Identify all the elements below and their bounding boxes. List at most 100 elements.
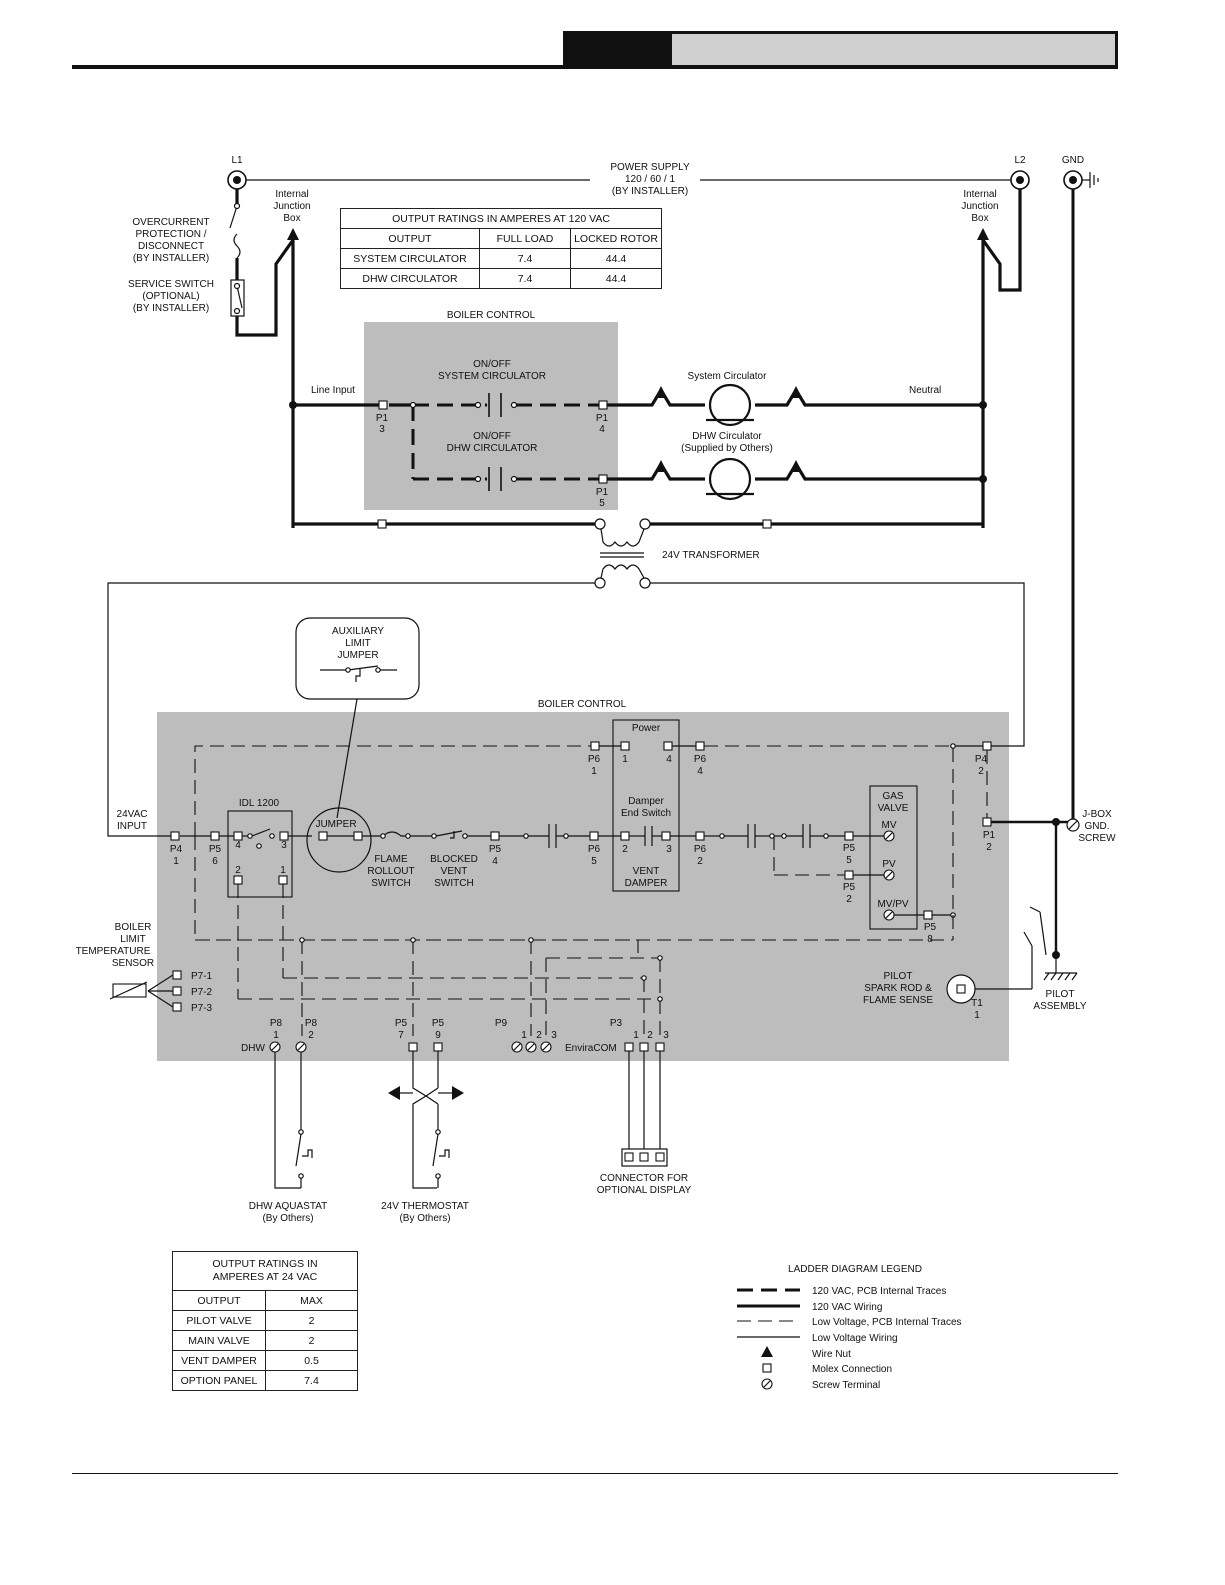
pin-p5-7-a: P5 [395,1018,408,1029]
pin-idl-2: 2 [235,865,241,876]
pin-p5-8-a: P5 [924,922,937,933]
label-power-supply-3: (BY INSTALLER) [612,186,688,197]
label-connector-1: CONNECTOR FOR [600,1173,688,1184]
label-service-switch-3: (BY INSTALLER) [133,303,209,314]
pin-p1-3-b: 3 [379,424,385,435]
label-blocked-vent-2: VENT [441,866,468,877]
label-junction-right-1: Internal [963,189,996,200]
pin-p5-9-b: 9 [435,1030,441,1041]
label-pilot-assembly-1: PILOT [1046,989,1075,1000]
label-boiler-control-bottom: BOILER CONTROL [538,699,627,710]
label-power-supply-2: 120 / 60 / 1 [625,174,675,185]
label-vent-damper-1: VENT [633,866,660,877]
table-cell: 7.4 [479,268,571,289]
label-flame-rollout-1: FLAME [374,854,408,865]
page-header [72,31,1118,69]
pin-p4-1-b: 1 [173,856,179,867]
boiler-control-24v-box [157,712,1009,1061]
label-p7-2: P7-2 [191,987,213,998]
label-p7-3: P7-3 [191,1003,213,1014]
table-row: DHW CIRCULATOR 7.4 44.4 [340,268,662,289]
pin-power-4: 4 [666,754,672,765]
pin-p9-2: 2 [536,1030,542,1041]
label-enviracom: EnviraCOM [565,1043,617,1054]
label-sys-relay-1: ON/OFF [473,359,511,370]
table-cell: PILOT VALVE [172,1310,266,1331]
pin-p9-3: 3 [551,1030,557,1041]
label-thermostat-2: (By Others) [399,1213,450,1224]
label-pilot-spark-2: SPARK ROD & [864,983,932,994]
label-24vac-2: INPUT [117,821,147,832]
table-title: OUTPUT RATINGS IN AMPERES AT 120 VAC [340,208,662,229]
pin-p9: P9 [495,1018,508,1029]
pin-p5-4-b: 4 [492,856,498,867]
label-boiler-limit-3: TEMPERATURE [76,946,151,957]
24v-transformer-symbol [594,518,651,589]
label-mv: MV [882,820,897,831]
pin-p5-4-a: P5 [489,844,502,855]
table-header: OUTPUT [172,1290,266,1311]
label-boiler-limit-2: LIMIT [120,934,146,945]
label-pv: PV [882,859,896,870]
label-power-supply-1: POWER SUPPLY [610,162,690,173]
label-blocked-vent-1: BLOCKED [430,854,478,865]
table-cell: 2 [265,1310,358,1331]
pin-t1-1-a: T1 [971,998,983,1009]
label-gas-valve-2: VALVE [878,803,909,814]
diagram-labels: L1 L2 GND POWER SUPPLY 120 / 60 / 1 (BY … [76,155,1117,1224]
label-damper-end-2: End Switch [621,808,671,819]
label-junction-left-1: Internal [275,189,308,200]
label-jbox-1: J-BOX [1082,809,1112,820]
label-l1: L1 [231,155,243,166]
table-cell: 0.5 [265,1350,358,1371]
pin-idl-1: 1 [280,865,286,876]
pin-p8-2-a: P8 [305,1018,318,1029]
pin-p5-7-b: 7 [398,1030,404,1041]
pin-t1-1-b: 1 [974,1010,980,1021]
label-overcurrent-3: DISCONNECT [138,241,204,252]
label-neutral: Neutral [909,385,941,396]
label-junction-left-3: Box [283,213,300,224]
label-damper-end-1: Damper [628,796,664,807]
pin-p5-5-b: 5 [846,855,852,866]
pin-p5-6-b: 6 [212,856,218,867]
label-pilot-spark-1: PILOT [884,971,913,982]
table-title-line1: OUTPUT RATINGS IN [212,1258,318,1270]
pin-p1-2-b: 2 [986,842,992,853]
table-cell: 7.4 [479,248,571,269]
legend-item-2: 120 VAC Wiring [812,1302,882,1313]
legend-item-3: Low Voltage, PCB Internal Traces [812,1317,962,1328]
label-pilot-assembly-2: ASSEMBLY [1033,1001,1086,1012]
label-system-circulator: System Circulator [688,371,768,382]
pin-p8-2-b: 2 [308,1030,314,1041]
pin-p1-2-a: P1 [983,830,996,841]
pin-p3-1: 1 [633,1030,639,1041]
table-cell: SYSTEM CIRCULATOR [340,248,480,269]
label-junction-right-3: Box [971,213,988,224]
pin-p3-2: 2 [647,1030,653,1041]
table-cell: 44.4 [570,268,662,289]
pin-p4-2-a: P4 [975,754,988,765]
label-overcurrent-4: (BY INSTALLER) [133,253,209,264]
label-junction-left-2: Junction [273,201,310,212]
label-boiler-limit-4: SENSOR [112,958,154,969]
pin-p6-4-b: 4 [697,766,703,777]
pin-p5-8-b: 8 [927,934,933,945]
label-service-switch-2: (OPTIONAL) [142,291,199,302]
pin-p6-1-a: P6 [588,754,601,765]
pin-p6-1-b: 1 [591,766,597,777]
pin-p5-9-a: P5 [432,1018,445,1029]
legend-item-6: Molex Connection [812,1364,892,1375]
legend-title: LADDER DIAGRAM LEGEND [788,1264,922,1275]
pin-power-1: 1 [622,754,628,765]
pin-p6-5-a: P6 [588,844,601,855]
table-cell: 44.4 [570,248,662,269]
label-dhw-aquastat-1: DHW AQUASTAT [249,1201,328,1212]
label-dhw-relay-1: ON/OFF [473,431,511,442]
label-idl: IDL 1200 [239,798,280,809]
label-overcurrent-2: PROTECTION / [135,229,206,240]
legend-item-7: Screw Terminal [812,1380,880,1391]
pin-p6-2-b: 2 [697,856,703,867]
label-gnd: GND [1062,155,1084,166]
pin-p1-5-a: P1 [596,487,609,498]
